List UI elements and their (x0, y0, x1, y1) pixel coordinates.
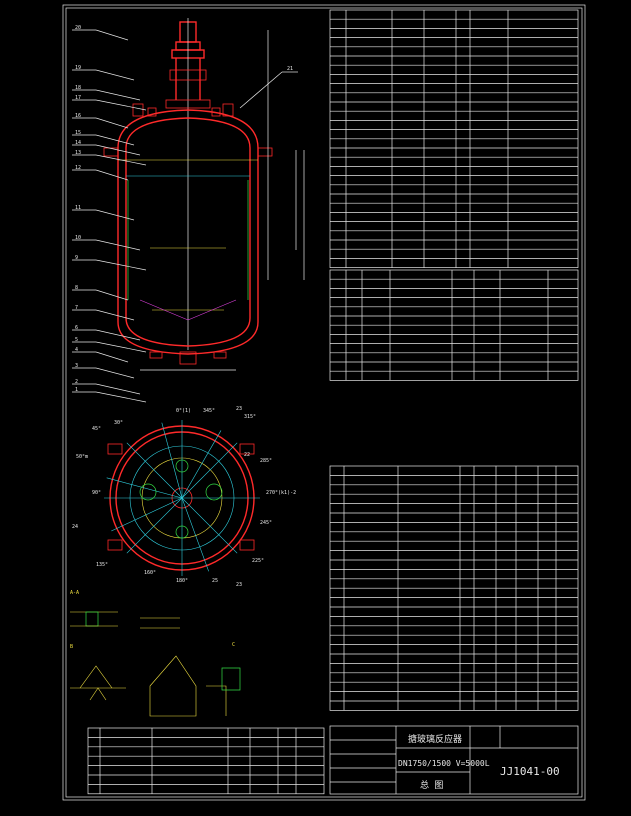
leader-number: 7 (75, 305, 78, 311)
technical-characteristics-table (329, 9, 579, 268)
plan-leader-number: 25 (212, 578, 218, 584)
detail-views (70, 611, 241, 717)
angle-label: 285° (260, 458, 272, 464)
angle-label: 50°m (76, 454, 88, 460)
title-spec: DN1750/1500 V=5000L (398, 759, 490, 768)
angle-label: 45° (92, 426, 101, 432)
leader-number: 8 (75, 285, 78, 291)
angle-label: 135° (96, 562, 108, 568)
angle-label: 225° (252, 558, 264, 564)
detail-label: C (232, 642, 235, 648)
angle-label: 30° (114, 420, 123, 426)
angle-label: 180° (176, 578, 188, 584)
plan-leader-number: 23 (236, 582, 242, 588)
leader-number: 6 (75, 325, 78, 331)
angle-label: 0°(1) (176, 408, 191, 414)
plan-view-rays (104, 420, 260, 576)
parts-list-table-lower (87, 727, 325, 795)
leader-number: 19 (75, 65, 81, 71)
parts-list-table (329, 465, 579, 711)
leader-number: 2 (75, 379, 78, 385)
angle-label: 315° (244, 414, 256, 420)
leader-number: 20 (75, 25, 81, 31)
jacket-coils (127, 180, 249, 300)
vessel-elevation-view (103, 18, 305, 371)
vessel-plan-view (104, 420, 260, 576)
detail-label: B (70, 644, 73, 650)
leader-number: 16 (75, 113, 81, 119)
detail-label: A-A (70, 590, 79, 596)
title-block: 搪玻璃反应器 DN1750/1500 V=5000L 总 图 JJ1041-00 (329, 725, 579, 795)
drawing-number: JJ1041-00 (500, 765, 560, 778)
leader-number: 12 (75, 165, 81, 171)
leader-number: 10 (75, 235, 81, 241)
plan-view-angle-labels: 0°(1)30°45°315°345°285°270°(k1)-2245°225… (72, 406, 296, 588)
leader-number: 11 (75, 205, 81, 211)
plan-leader-number: 22 (244, 452, 250, 458)
angle-label: 345° (203, 408, 215, 414)
plan-leader-number: 23 (236, 406, 242, 412)
jacket (117, 109, 259, 355)
leader-number: 21 (287, 66, 293, 72)
leader-number: 14 (75, 140, 81, 146)
angle-label: 245° (260, 520, 272, 526)
drawing-border (62, 4, 586, 801)
technical-notes (356, 396, 564, 439)
leader-number: 18 (75, 85, 81, 91)
leader-number: 13 (75, 150, 81, 156)
title-name: 搪玻璃反应器 (408, 733, 462, 745)
leader-number: 4 (75, 347, 78, 353)
leader-number: 5 (75, 337, 78, 343)
drawing-inner-border (65, 7, 583, 798)
leader-number: 3 (75, 363, 78, 369)
leader-number: 1 (75, 387, 78, 393)
angle-label: 270°(k1)-2 (266, 490, 296, 496)
leader-number: 17 (75, 95, 81, 101)
inner-shell (125, 117, 251, 347)
title-sheet: 总 图 (420, 779, 443, 791)
leader-number: 9 (75, 255, 78, 261)
angle-label: 90° (92, 490, 101, 496)
detail-labels: A-A B C (70, 590, 235, 650)
leader-number: 15 (75, 130, 81, 136)
plan-leader-number: 24 (72, 524, 78, 530)
angle-label: 160° (144, 570, 156, 576)
nozzle-table (329, 269, 579, 381)
